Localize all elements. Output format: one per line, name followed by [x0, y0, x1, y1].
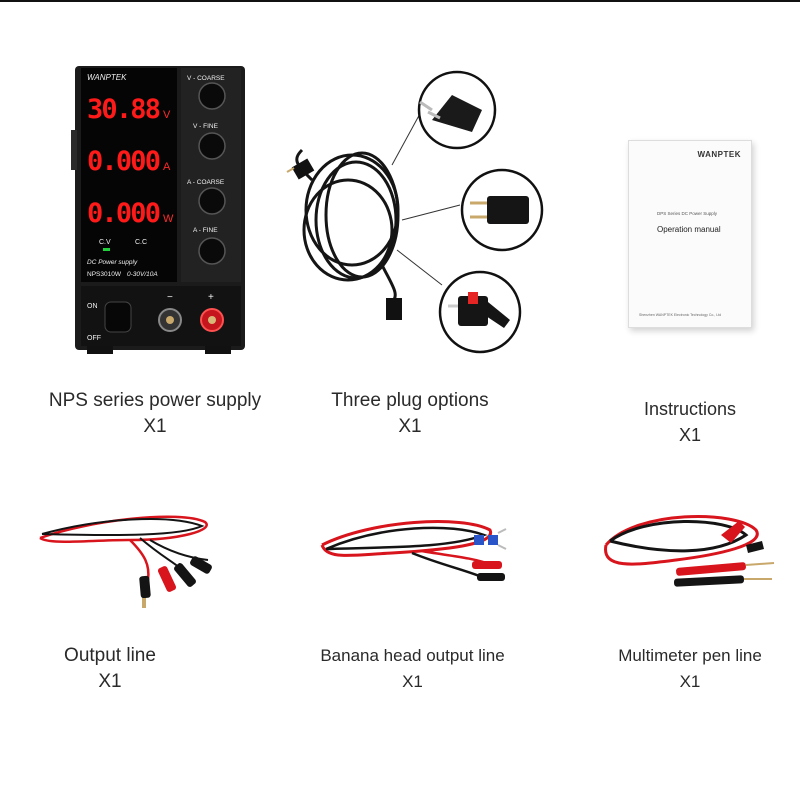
cc-label: C.C: [135, 239, 147, 246]
manual-series-text: DPS Series DC Power Supply: [657, 211, 718, 216]
v-fine-knob-icon: [198, 132, 226, 160]
a-fine-knob-icon: [198, 237, 226, 265]
item-label: Multimeter pen line: [618, 646, 762, 665]
knob-label-v-coarse: V - COARSE: [187, 75, 225, 82]
multimeter-pen-line-image: [604, 514, 775, 587]
range-text: 0-30V/10A: [127, 271, 158, 278]
item-caption-plug-options: Three plug options X1: [300, 388, 520, 440]
item-qty: X1: [143, 416, 167, 437]
item-label: Banana head output line: [320, 646, 505, 665]
power-display: 0.000: [87, 198, 161, 229]
item-caption-power-supply: NPS series power supply X1: [20, 388, 290, 440]
model-text: NPS3010W: [87, 271, 122, 278]
knob-label-a-fine: A - FINE: [193, 227, 218, 234]
item-caption-output-line: Output line X1: [20, 643, 200, 695]
current-unit: A: [163, 161, 171, 173]
cv-label: C.V: [99, 239, 111, 246]
item-caption-banana-head-line: Banana head output line X1: [300, 643, 525, 695]
item-caption-multimeter-pen-line: Multimeter pen line X1: [590, 643, 790, 695]
brand-logo: WANPTEK: [87, 73, 127, 82]
banana-head-line-image: [320, 520, 507, 581]
knob-label-v-fine: V - FINE: [193, 123, 219, 130]
voltage-unit: V: [163, 109, 171, 121]
top-border: [0, 0, 800, 2]
voltage-display: 30.88: [87, 94, 161, 125]
output-line-image: [39, 515, 212, 608]
item-label: Output line: [64, 645, 156, 666]
plug-options-image: [286, 70, 544, 354]
power-supply-image: WANPTEK 30.88 V 0.000 A 0.000 W C.V C.C …: [71, 66, 245, 354]
item-qty: X1: [398, 416, 422, 437]
item-label: NPS series power supply: [48, 390, 262, 411]
a-coarse-knob-icon: [198, 187, 226, 215]
minus-label: −: [167, 292, 173, 303]
product-line-text: DC Power supply: [87, 259, 138, 266]
plus-label: +: [208, 292, 214, 303]
item-qty: X1: [402, 672, 423, 691]
on-label: ON: [87, 303, 98, 310]
power-unit: W: [163, 213, 174, 225]
power-switch-icon: [104, 301, 132, 333]
current-display: 0.000: [87, 146, 161, 177]
knob-label-a-coarse: A - COARSE: [187, 179, 225, 186]
v-coarse-knob-icon: [198, 82, 226, 110]
manual-title: Operation manual: [657, 225, 721, 234]
cv-led: [103, 248, 110, 251]
item-qty: X1: [679, 672, 701, 691]
item-label: Three plug options: [331, 390, 489, 411]
off-label: OFF: [87, 335, 101, 342]
item-qty: X1: [678, 425, 702, 445]
manual-brand: WANPTEK: [697, 150, 741, 159]
manual-footer-text: Shenzhen WANPTEK Electronic Technology C…: [639, 313, 722, 317]
instruction-manual: WANPTEK DPS Series DC Power Supply Opera…: [628, 140, 752, 328]
item-qty: X1: [98, 671, 122, 692]
item-label: Instructions: [643, 399, 737, 419]
item-caption-instructions: Instructions X1: [590, 396, 790, 448]
